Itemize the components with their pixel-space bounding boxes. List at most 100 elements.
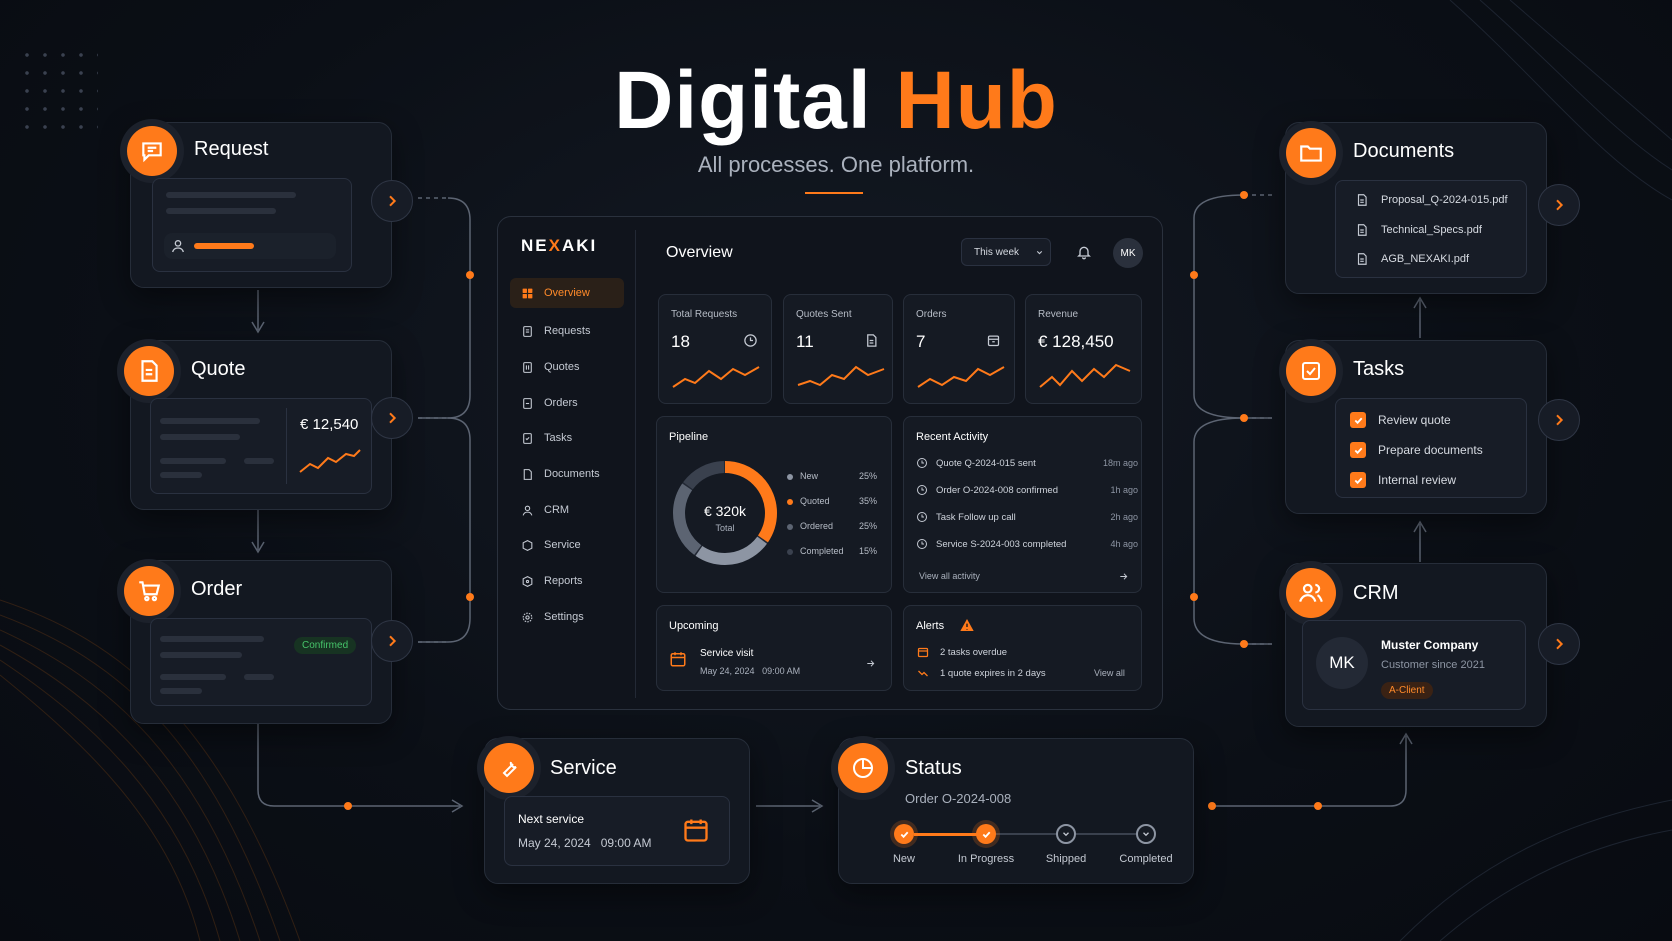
service-title: Service xyxy=(550,757,617,779)
document-item[interactable]: Technical_Specs.pdf xyxy=(1355,222,1482,238)
sparkline xyxy=(1039,363,1131,388)
checkbox-checked-icon xyxy=(1350,442,1366,458)
upcoming-panel[interactable]: Upcoming Service visit May 24, 2024 09:0… xyxy=(656,605,892,691)
status-card[interactable] xyxy=(838,738,1194,884)
stat-card-revenue[interactable]: Revenue € 128,450 xyxy=(1025,294,1142,404)
calendar-icon xyxy=(670,652,686,667)
crm-title: CRM xyxy=(1353,582,1399,604)
crm-customer-since: Customer since 2021 xyxy=(1381,659,1485,671)
document-item[interactable]: Proposal_Q-2024-015.pdf xyxy=(1355,192,1508,208)
documents-icon xyxy=(523,468,532,480)
pie-icon xyxy=(838,743,888,793)
title-underline xyxy=(805,192,863,194)
nav-requests[interactable]: Requests xyxy=(510,316,624,346)
gear-icon xyxy=(522,612,533,622)
stat-card-total-requests[interactable]: Total Requests 18 xyxy=(658,294,772,404)
pipeline-slice-quoted xyxy=(673,461,777,565)
task-item[interactable]: Prepare documents xyxy=(1350,442,1483,458)
pipeline-total-label: Total xyxy=(715,523,735,533)
bell-icon[interactable] xyxy=(1076,244,1092,260)
nav-settings[interactable]: Settings xyxy=(510,602,624,632)
nav-service[interactable]: Service xyxy=(510,530,624,560)
quote-preview xyxy=(150,398,372,494)
document-item[interactable]: AGB_NEXAKI.pdf xyxy=(1355,251,1469,267)
nav-tasks[interactable]: Tasks xyxy=(510,423,624,453)
nav-reports[interactable]: Reports xyxy=(510,566,624,596)
tasks-icon xyxy=(523,432,532,444)
arrow-right-icon xyxy=(867,660,875,667)
clock-icon xyxy=(917,458,927,468)
dot-grid-decoration xyxy=(18,46,98,130)
chevron-right-icon xyxy=(389,195,397,207)
chat-bubble-icon xyxy=(127,126,177,176)
crm-next-button[interactable] xyxy=(1538,623,1580,665)
quote-amount: € 12,540 xyxy=(300,416,359,433)
status-step-label: Shipped xyxy=(1045,853,1087,865)
clock-icon xyxy=(917,512,927,522)
task-check-icon xyxy=(1286,346,1336,396)
status-step-label: Completed xyxy=(1119,853,1173,865)
nav-orders[interactable]: Orders xyxy=(510,388,624,418)
chevron-right-icon xyxy=(389,412,397,424)
crm-tag-badge: A-Client xyxy=(1381,682,1433,699)
order-icon xyxy=(523,397,532,409)
view-all-activity-link[interactable]: View all activity xyxy=(919,571,1129,581)
quote-title: Quote xyxy=(191,358,246,380)
box-icon xyxy=(987,335,1000,347)
documents-title: Documents xyxy=(1353,140,1455,162)
checkbox-checked-icon xyxy=(1350,472,1366,488)
crm-icon xyxy=(522,505,533,516)
brand-logo: NEXAKI xyxy=(521,236,598,255)
request-next-button[interactable] xyxy=(371,180,413,222)
arrow-right-icon xyxy=(1120,573,1128,580)
view-all-alerts-link[interactable]: View all xyxy=(1094,668,1125,678)
calendar-icon xyxy=(684,819,708,842)
nav-documents[interactable]: Documents xyxy=(510,459,624,489)
alert-item: 2 tasks overdue xyxy=(940,647,1008,658)
users-icon xyxy=(1286,568,1336,618)
task-item[interactable]: Internal review xyxy=(1350,472,1456,488)
order-title: Order xyxy=(191,578,243,600)
file-icon xyxy=(1357,194,1367,206)
nav-crm[interactable]: CRM xyxy=(510,495,624,525)
user-avatar[interactable]: MK xyxy=(1113,238,1143,268)
grid-icon xyxy=(522,288,533,298)
status-step-label: In Progress xyxy=(957,853,1015,865)
crm-company-name: Muster Company xyxy=(1381,638,1479,652)
clock-icon xyxy=(744,334,757,347)
tasks-title: Tasks xyxy=(1353,358,1405,380)
nav-quotes[interactable]: Quotes xyxy=(510,352,624,382)
pipeline-slice-ordered xyxy=(673,461,777,565)
status-step-completed xyxy=(1136,824,1156,844)
service-next-label: Next service xyxy=(518,812,585,826)
chevron-right-icon xyxy=(1556,414,1564,426)
chevron-right-icon xyxy=(1556,199,1564,211)
quote-trend-sparkline xyxy=(299,449,361,473)
hero-subtitle: All processes. One platform. xyxy=(697,152,975,177)
chevron-down-icon xyxy=(1036,250,1043,254)
service-next-box[interactable] xyxy=(504,796,730,866)
stat-card-orders[interactable]: Orders 7 xyxy=(903,294,1015,404)
hero-title: Digital Hub xyxy=(614,55,1058,146)
task-item[interactable]: Review quote xyxy=(1350,412,1451,428)
date-range-select[interactable]: This week xyxy=(961,238,1051,266)
stat-card-quotes-sent[interactable]: Quotes Sent 11 xyxy=(783,294,893,404)
sparkline xyxy=(797,365,885,387)
documents-next-button[interactable] xyxy=(1538,184,1580,226)
service-next-datetime: May 24, 2024 09:00 AM xyxy=(518,836,652,850)
nav-overview[interactable]: Overview xyxy=(510,278,624,308)
quote-next-button[interactable] xyxy=(371,397,413,439)
tasks-next-button[interactable] xyxy=(1538,399,1580,441)
cart-icon xyxy=(124,566,174,616)
alerts-title: Alerts xyxy=(916,620,945,632)
order-next-button[interactable] xyxy=(371,620,413,662)
pipeline-slice-new xyxy=(673,461,777,565)
